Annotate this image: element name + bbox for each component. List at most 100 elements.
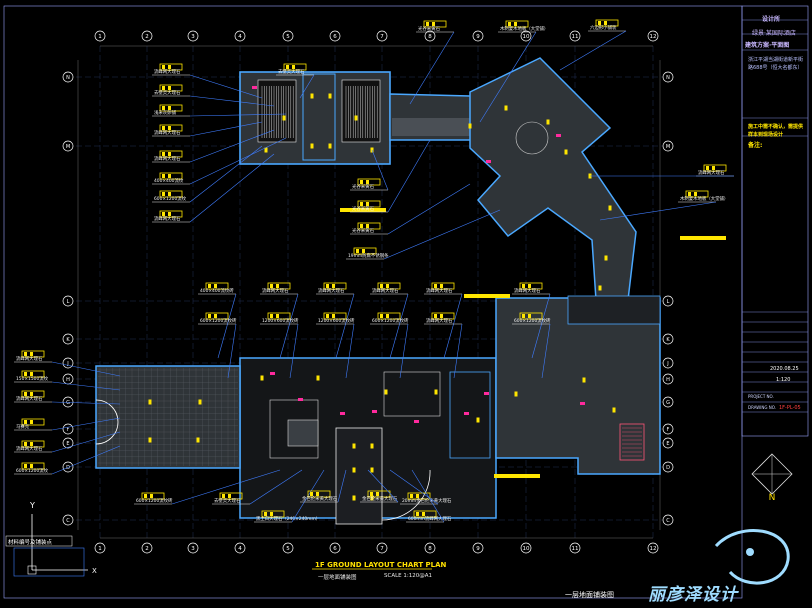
material-tag-swatch	[162, 152, 165, 156]
material-tag-box	[267, 312, 291, 320]
material-tag-swatch	[168, 152, 171, 156]
material-tag-box	[367, 490, 391, 498]
material-label: 流峰网大理石	[16, 395, 43, 402]
material-leader-line	[367, 469, 399, 503]
material-tag-swatch	[24, 420, 27, 424]
material-tag-swatch	[30, 442, 33, 446]
material-tag-swatch	[508, 22, 511, 26]
material-tag-swatch	[432, 22, 435, 26]
material-tag-box	[159, 172, 183, 180]
material-label: 19mm防腐不锈钢条	[348, 252, 389, 259]
north-block-core	[302, 73, 336, 161]
grid-bubble	[662, 514, 674, 526]
material-tag-swatch	[522, 314, 525, 318]
fixture-marker	[414, 420, 419, 423]
callout-bar	[680, 236, 726, 240]
material-tag-swatch	[162, 106, 165, 110]
material-tag-swatch	[150, 494, 153, 498]
material-label: 六边形小铺装	[590, 24, 617, 31]
grid-column-label: 6	[333, 34, 337, 40]
material-leader-line	[217, 293, 237, 359]
material-leader-line	[387, 139, 431, 213]
material-label: 金巴伦米黄大理石	[302, 495, 338, 502]
material-tag-swatch	[222, 494, 225, 498]
material-label: 光谷米黄石	[352, 205, 375, 212]
structural-column	[260, 375, 264, 381]
callout-bar	[494, 474, 540, 478]
grid-row-label: C	[66, 518, 70, 524]
material-tag-swatch	[604, 21, 607, 25]
material-tag-box	[357, 222, 381, 230]
grid-bubble	[62, 357, 74, 369]
material-tag-left: 流峰网大理石	[152, 63, 263, 99]
fixture-marker	[486, 160, 491, 163]
material-tag-swatch	[316, 492, 319, 496]
material-tag-upper: 光谷米黄石	[350, 183, 471, 235]
material-tag-swatch	[376, 492, 379, 496]
material-leader-line	[371, 149, 389, 191]
grid-bubble	[62, 333, 74, 345]
material-label: 流峰网大理石	[154, 155, 181, 162]
material-label: 马赛克	[16, 423, 30, 430]
grid-bubble	[662, 396, 674, 408]
material-tag-west: 流峰网大理石	[14, 431, 121, 453]
title-block-project-no: PROJECT NO.	[748, 394, 774, 399]
grid-row-label: J	[66, 361, 68, 367]
link-corridor-paving	[392, 118, 474, 136]
title-block-company: 设计所	[762, 16, 781, 23]
structural-column	[310, 143, 314, 149]
grid-column-label: 12	[650, 546, 657, 552]
material-tag-swatch	[380, 314, 383, 318]
grid-row-label: M	[66, 144, 70, 150]
material-tag-bottom: 20mm金巴伦米黄大理石	[389, 469, 452, 505]
grid-column-label: 10	[523, 546, 530, 552]
material-tag-left: 600×1200流纹	[152, 145, 263, 203]
material-tag-swatch	[292, 65, 295, 69]
material-tag-box	[431, 282, 455, 290]
ucs-x-label: X	[92, 567, 97, 575]
material-label: 600×1200流纹砖	[200, 317, 237, 324]
material-tag-left: 去壁灵大理石	[152, 84, 275, 107]
grid-column-label: 4	[238, 546, 242, 552]
grid-row-label: D	[66, 465, 70, 471]
grid-bubble	[472, 542, 484, 554]
material-tag-mid-bottom: 1200×600流纹砖	[316, 312, 355, 379]
material-tag-west: 流峰网大理石	[14, 390, 121, 405]
material-tag-swatch	[270, 284, 273, 288]
grid-bubble	[329, 30, 341, 42]
material-tag-box	[357, 178, 381, 186]
material-tag-box	[205, 312, 229, 320]
angled-wing-rotunda	[515, 121, 549, 155]
structural-column	[384, 389, 388, 395]
material-tag-mid-top: 流峰网大理石	[512, 282, 551, 359]
material-leader-line	[189, 121, 263, 137]
grid-bubble	[62, 437, 74, 449]
material-tag-swatch	[276, 314, 279, 318]
material-tag-west: 流峰网大理石	[14, 350, 121, 377]
material-tag-box	[21, 350, 45, 358]
structural-column	[196, 437, 200, 443]
grid-column-label: 3	[191, 546, 195, 552]
grid-row-label: J	[666, 361, 668, 367]
material-tag-right: 流峰网大理石	[590, 164, 734, 177]
material-tag-right: 木制复木地板（大堂铺）	[599, 190, 728, 221]
material-tag-swatch	[422, 512, 425, 516]
north-block-room	[257, 79, 297, 143]
plan-scale: SCALE 1:120@A1	[384, 573, 432, 579]
west-wing-outline	[95, 365, 241, 469]
material-tag-west: 150×1500流纹	[14, 370, 121, 391]
material-leader-line	[399, 323, 409, 379]
material-tag-box	[505, 20, 529, 28]
material-label: 黑土白大理石（240×240mm）	[256, 515, 320, 522]
material-tag-swatch	[168, 174, 171, 178]
material-tag-swatch	[440, 314, 443, 318]
central-lobby	[335, 427, 383, 525]
legend-label: 材料编号及铺装点	[8, 540, 53, 546]
material-tag-box	[21, 462, 45, 470]
grid-bubble	[234, 30, 246, 42]
material-label: 600×1200流纹	[16, 467, 49, 474]
material-tag-bottom: 金巴伦米黄大理石	[300, 469, 347, 503]
grid-row-label: L	[667, 299, 670, 305]
grid-row-label: D	[666, 465, 670, 471]
structural-column	[352, 467, 356, 473]
